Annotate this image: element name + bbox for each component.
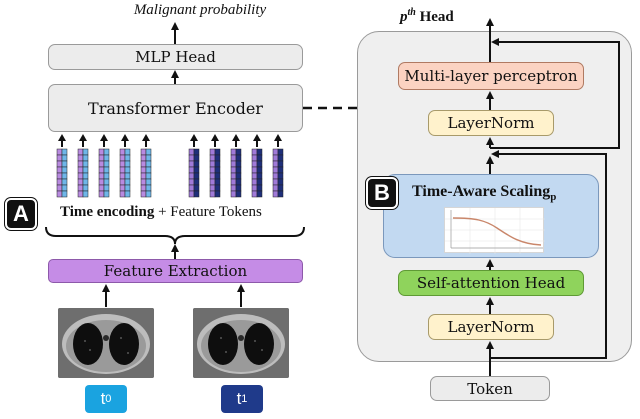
feature-token-t0-2 [77, 148, 89, 198]
layernorm-bottom-box: LayerNorm [428, 314, 554, 340]
head-title: pth Head [400, 7, 520, 29]
tas-title-text: Time-Aware Scaling [412, 183, 551, 200]
feature-token-t0-3 [98, 148, 110, 198]
layernorm-top-label: LayerNorm [447, 114, 535, 132]
token-arrow-head [274, 134, 282, 141]
feature-token-t1-2 [209, 148, 221, 198]
token-arrow-head [121, 134, 129, 141]
token-arrow-head [253, 134, 261, 141]
mlp-label: Multi-layer perceptron [404, 67, 578, 85]
time-encoding-text: Time encoding [60, 204, 155, 220]
token-arrow-head [232, 134, 240, 141]
self-attention-label: Self-attention Head [416, 274, 566, 292]
tas-subscript: p [550, 191, 557, 204]
mlp-head-box: MLP Head [48, 44, 303, 70]
feature-token-t0-5 [140, 148, 152, 198]
feature-token-t1-1 [188, 148, 200, 198]
mlp-box: Multi-layer perceptron [398, 62, 584, 90]
feature-tokens-text: + Feature Tokens [158, 204, 262, 220]
layernorm-bottom-label: LayerNorm [447, 318, 535, 336]
feature-token-t1-5 [272, 148, 284, 198]
tokens-caption: Time encoding + Feature Tokens [60, 204, 310, 224]
token-label: Token [467, 379, 513, 398]
badge-b: B [366, 177, 398, 209]
transformer-encoder-label: Transformer Encoder [88, 98, 263, 118]
t1-label: t [236, 389, 242, 408]
head-title-p: p [400, 9, 408, 25]
feature-extraction-box: Feature Extraction [48, 259, 303, 283]
time-aware-scaling-box: Time-Aware Scalingp [383, 174, 599, 258]
decay-curve-icon [445, 208, 545, 254]
t0-label: t [100, 389, 106, 408]
feature-token-t1-3 [230, 148, 242, 198]
mlp-head-label: MLP Head [135, 48, 216, 66]
transformer-encoder-box: Transformer Encoder [48, 84, 303, 132]
badge-a: A [5, 198, 37, 230]
feature-token-t0-4 [119, 148, 131, 198]
token-arrow-head [190, 134, 198, 141]
output-label: Malignant probability [133, 2, 267, 18]
layernorm-top-box: LayerNorm [428, 110, 554, 136]
feature-token-t0-1 [56, 148, 68, 198]
ct-scan-image-t0 [58, 308, 154, 378]
self-attention-box: Self-attention Head [398, 270, 584, 296]
feature-token-t1-4 [251, 148, 263, 198]
token-arrow-head [79, 134, 87, 141]
tas-curve-plot [444, 207, 545, 254]
head-title-rest: Head [415, 9, 454, 25]
badge-b-label: B [374, 180, 390, 205]
token-arrow-head [58, 134, 66, 141]
token-box: Token [430, 376, 550, 401]
tas-title: Time-Aware Scalingp [412, 183, 602, 205]
head-title-sup: th [407, 7, 416, 18]
token-arrow-head [211, 134, 219, 141]
feature-extraction-label: Feature Extraction [103, 262, 248, 280]
badge-a-label: A [13, 201, 29, 226]
ct-scan-image-t1 [193, 308, 289, 378]
token-arrow-head [100, 134, 108, 141]
t0-subscript: 0 [105, 393, 112, 405]
token-arrow-head [142, 134, 150, 141]
t1-subscript: 1 [241, 393, 248, 405]
